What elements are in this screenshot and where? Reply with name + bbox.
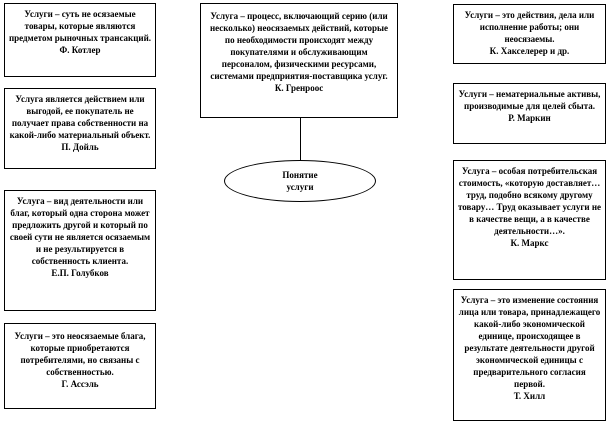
definition-text: Услуга – это изменение состояния лица ил… <box>458 295 601 389</box>
definition-text: Услуга – процесс, включающий серию (или … <box>209 11 389 81</box>
definition-golubkov: Услуга – вид деятельности или благ, кото… <box>4 190 156 311</box>
definition-text: Услуга является действием или выгодой, е… <box>9 94 151 140</box>
definition-text: Услуги – это неосязаемые блага, которые … <box>14 331 146 377</box>
definition-author: Г. Ассэль <box>61 379 99 389</box>
definition-author: П. Дойль <box>61 142 99 152</box>
definition-author: Т. Хилл <box>513 391 546 401</box>
concept-label: Понятие услуги <box>282 170 318 192</box>
definition-text: Услуги – нематериальные активы, производ… <box>458 89 601 111</box>
definition-author: К. Гренроос <box>274 83 324 93</box>
definition-author: Е.П. Голубков <box>51 268 109 278</box>
definition-text: Услуга – вид деятельности или благ, кото… <box>9 196 151 266</box>
definition-marx: Услуга – особая потребительская стоимост… <box>453 160 606 280</box>
definition-hakselerer: Услуги – это действия, дела или исполнен… <box>453 4 606 64</box>
definition-text: Услуги – это действия, дела или исполнен… <box>464 10 595 44</box>
connector-line <box>300 118 301 162</box>
definition-kotler: Услуги – суть не осязаемые товары, котор… <box>4 3 156 77</box>
concept-ellipse: Понятие услуги <box>224 160 376 202</box>
definition-assael: Услуги – это неосязаемые блага, которые … <box>4 323 156 409</box>
definition-author: Ф. Котлер <box>59 45 101 55</box>
definition-markin: Услуги – нематериальные активы, производ… <box>453 83 606 144</box>
definition-author: К. Хакселерер и др. <box>489 46 570 56</box>
definition-author: К. Маркс <box>510 238 549 248</box>
definition-text: Услуги – суть не осязаемые товары, котор… <box>8 9 152 43</box>
definition-hill: Услуга – это изменение состояния лица ил… <box>453 289 606 421</box>
definition-author: Р. Маркин <box>508 113 551 123</box>
definition-doyle: Услуга является действием или выгодой, е… <box>4 88 156 169</box>
definition-gronroos: Услуга – процесс, включающий серию (или … <box>200 3 398 118</box>
definition-text: Услуга – особая потребительская стоимост… <box>457 166 602 236</box>
